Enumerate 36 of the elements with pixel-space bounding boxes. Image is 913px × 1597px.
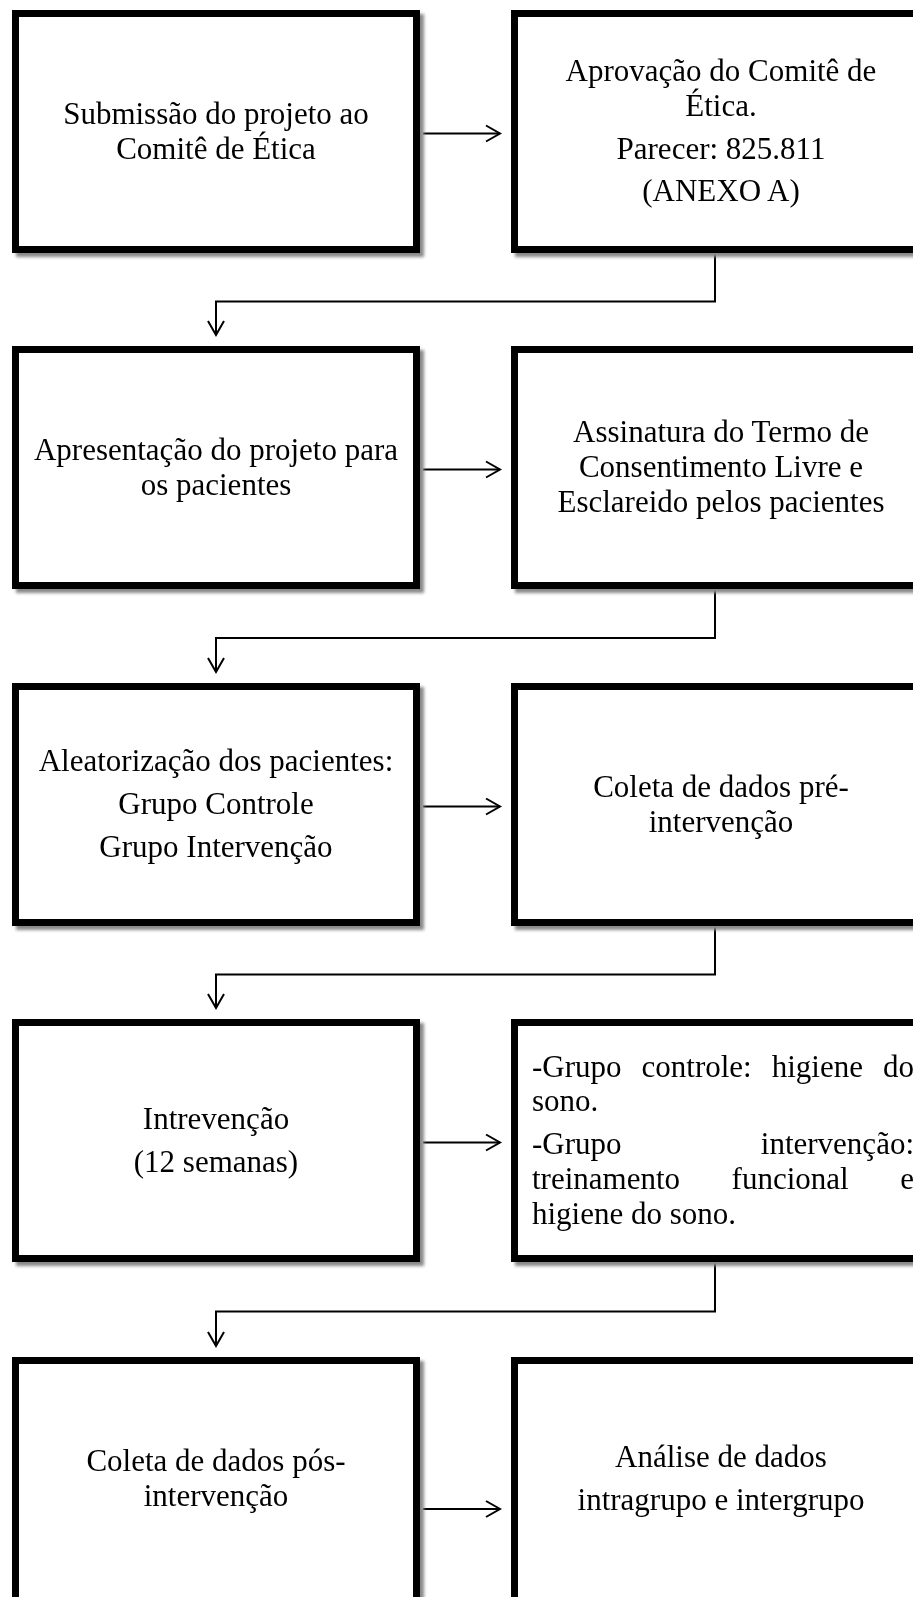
box-text: Coleta de dados pré-intervenção [592, 769, 850, 840]
process-box [12, 346, 420, 589]
process-box [511, 683, 913, 926]
box-text: (12 semanas) [133, 1144, 299, 1180]
box-text: Grupo Intervenção [99, 829, 333, 865]
box-text: Parecer: 825.811 [616, 131, 826, 167]
box-text: Aprovação do Comitê de Ética. [564, 54, 878, 124]
process-box [12, 683, 420, 926]
box-text: -Grupo intervenção: treinamento funcional e higiene do sono. [532, 1127, 913, 1232]
arrow [207, 925, 716, 1009]
box-text: Intrevenção [142, 1101, 290, 1137]
box-text: -Grupo controle: higiene do sono. [532, 1049, 913, 1120]
arrow [422, 1133, 501, 1152]
box-text: Aleatorização dos pacientes: [38, 744, 394, 780]
arrow [207, 1261, 716, 1347]
process-box [12, 1019, 420, 1262]
process-box [511, 1019, 913, 1262]
arrow [422, 124, 501, 143]
box-text: Apresentação do projeto para os pacientes [32, 432, 400, 503]
box-text: Grupo Controle [118, 787, 314, 822]
arrow [422, 1500, 501, 1518]
arrow [422, 460, 501, 479]
box-text: Coleta de dados pós-intervenção [85, 1443, 347, 1514]
process-box [511, 346, 913, 589]
process-box [511, 10, 913, 253]
process-box [511, 1357, 913, 1597]
arrow [207, 252, 716, 336]
arrow [207, 588, 716, 673]
box-text: Análise de dados [615, 1439, 827, 1475]
box-text: (ANEXO A) [642, 174, 800, 209]
process-box [12, 10, 420, 253]
box-text: Submissão do projeto ao Comitê de Ética [62, 96, 370, 167]
process-box [12, 1357, 420, 1597]
box-text: intragrupo e intergrupo [577, 1482, 865, 1518]
arrow [422, 797, 501, 816]
box-text: Assinatura do Termo de Consentimento Livre e Esclareido pelos pacientes [556, 415, 886, 520]
